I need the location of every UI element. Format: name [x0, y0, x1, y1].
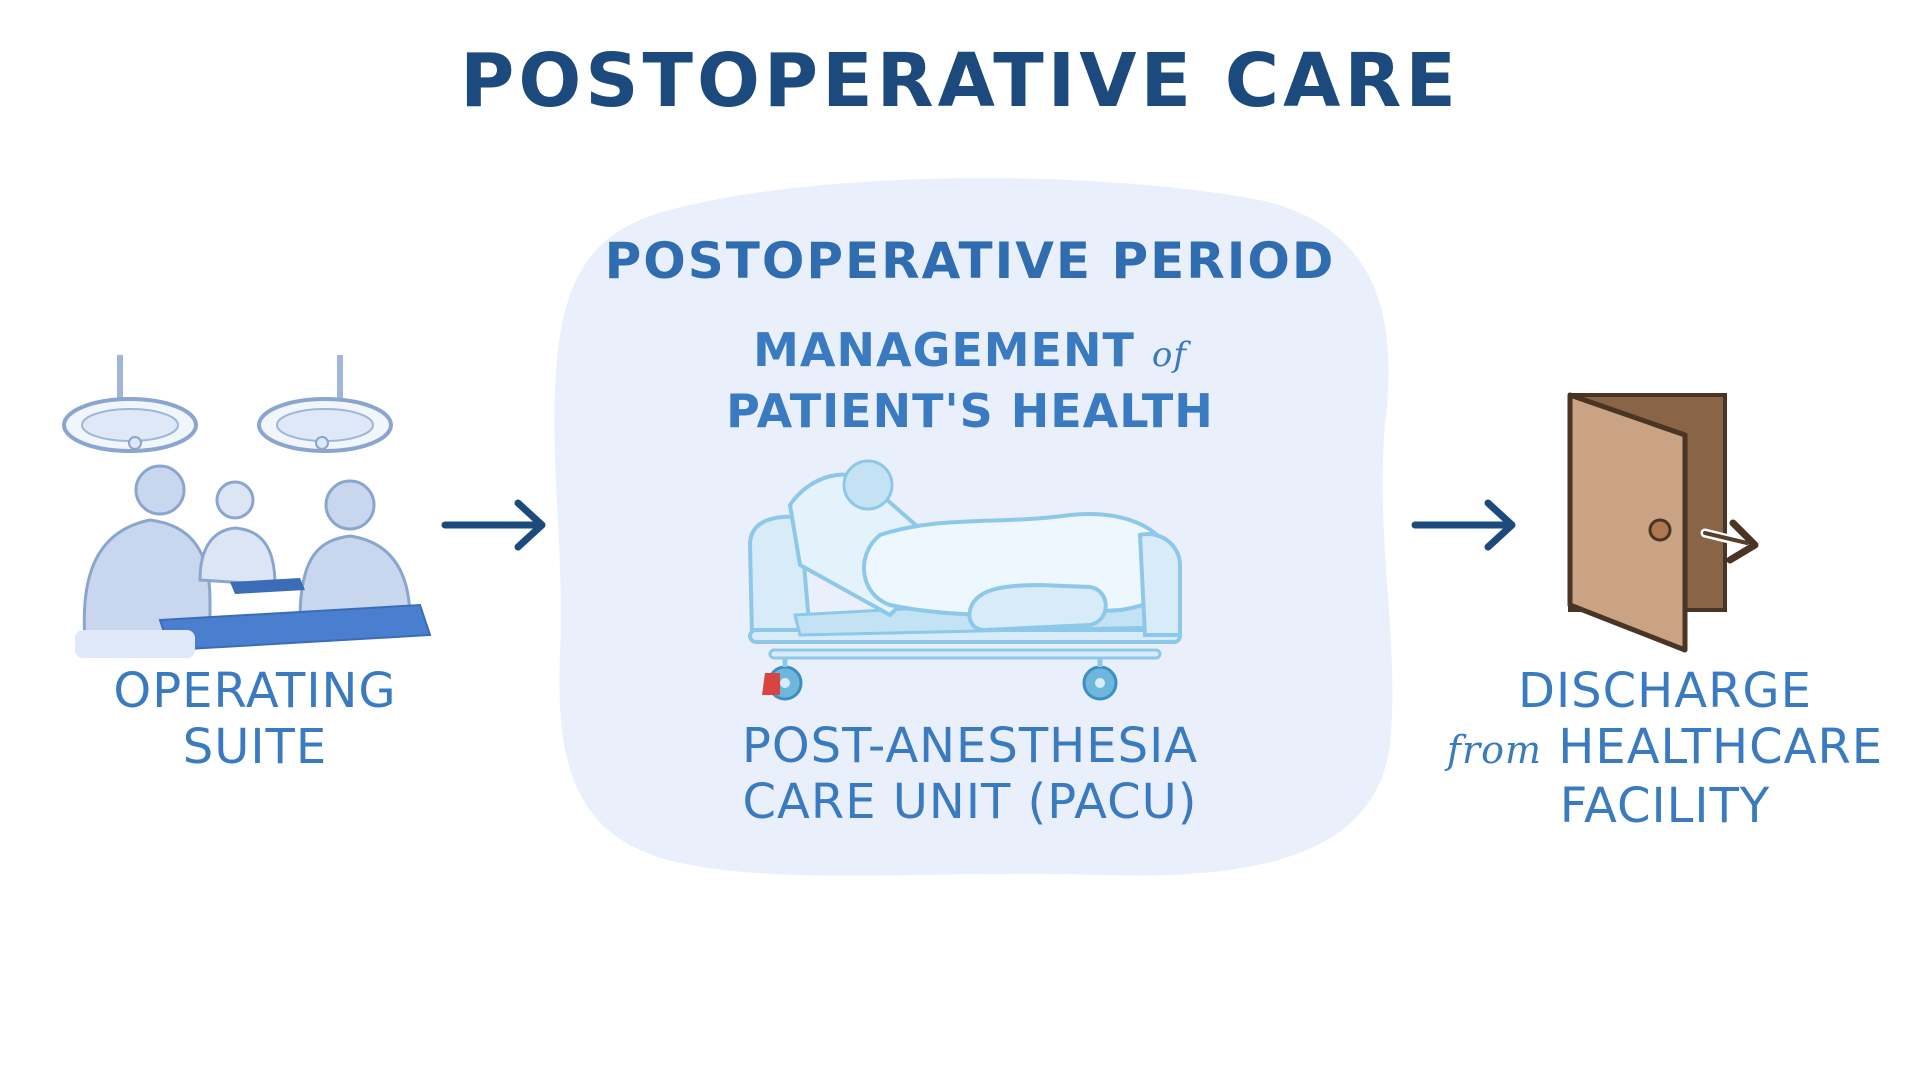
arrow-right-icon	[441, 499, 546, 551]
arrow-right-icon	[1411, 499, 1516, 551]
management-line2: PATIENT'S HEALTH	[726, 384, 1214, 438]
management-text: MANAGEMENT of PATIENT'S HEALTH	[540, 322, 1400, 439]
discharge-line2: HEALTHCARE	[1558, 719, 1884, 775]
postoperative-period-title: POSTOPERATIVE PERIOD	[604, 232, 1336, 290]
operating-suite-line2: SUITE	[182, 719, 328, 775]
discharge-line1: DISCHARGE	[1518, 663, 1812, 719]
hospital-bed-icon	[747, 459, 1182, 701]
discharge-from: from	[1446, 728, 1543, 772]
operating-suite-line1: OPERATING	[113, 663, 397, 719]
pacu-line1: POST-ANESTHESIA	[741, 718, 1199, 774]
pacu-label: POST-ANESTHESIA CARE UNIT (PACU)	[540, 718, 1400, 830]
management-of: of	[1151, 335, 1187, 375]
management-line1: MANAGEMENT	[753, 323, 1135, 377]
discharge-line3: FACILITY	[1559, 778, 1771, 834]
operating-suite-label: OPERATING SUITE	[60, 663, 450, 775]
main-title: POSTOPERATIVE CARE	[460, 38, 1460, 124]
discharge-label: DISCHARGE from HEALTHCARE FACILITY	[1430, 663, 1900, 834]
pacu-line2: CARE UNIT (PACU)	[742, 774, 1198, 830]
open-door-icon	[1567, 392, 1759, 653]
surgeons-operating-icon	[62, 355, 432, 658]
